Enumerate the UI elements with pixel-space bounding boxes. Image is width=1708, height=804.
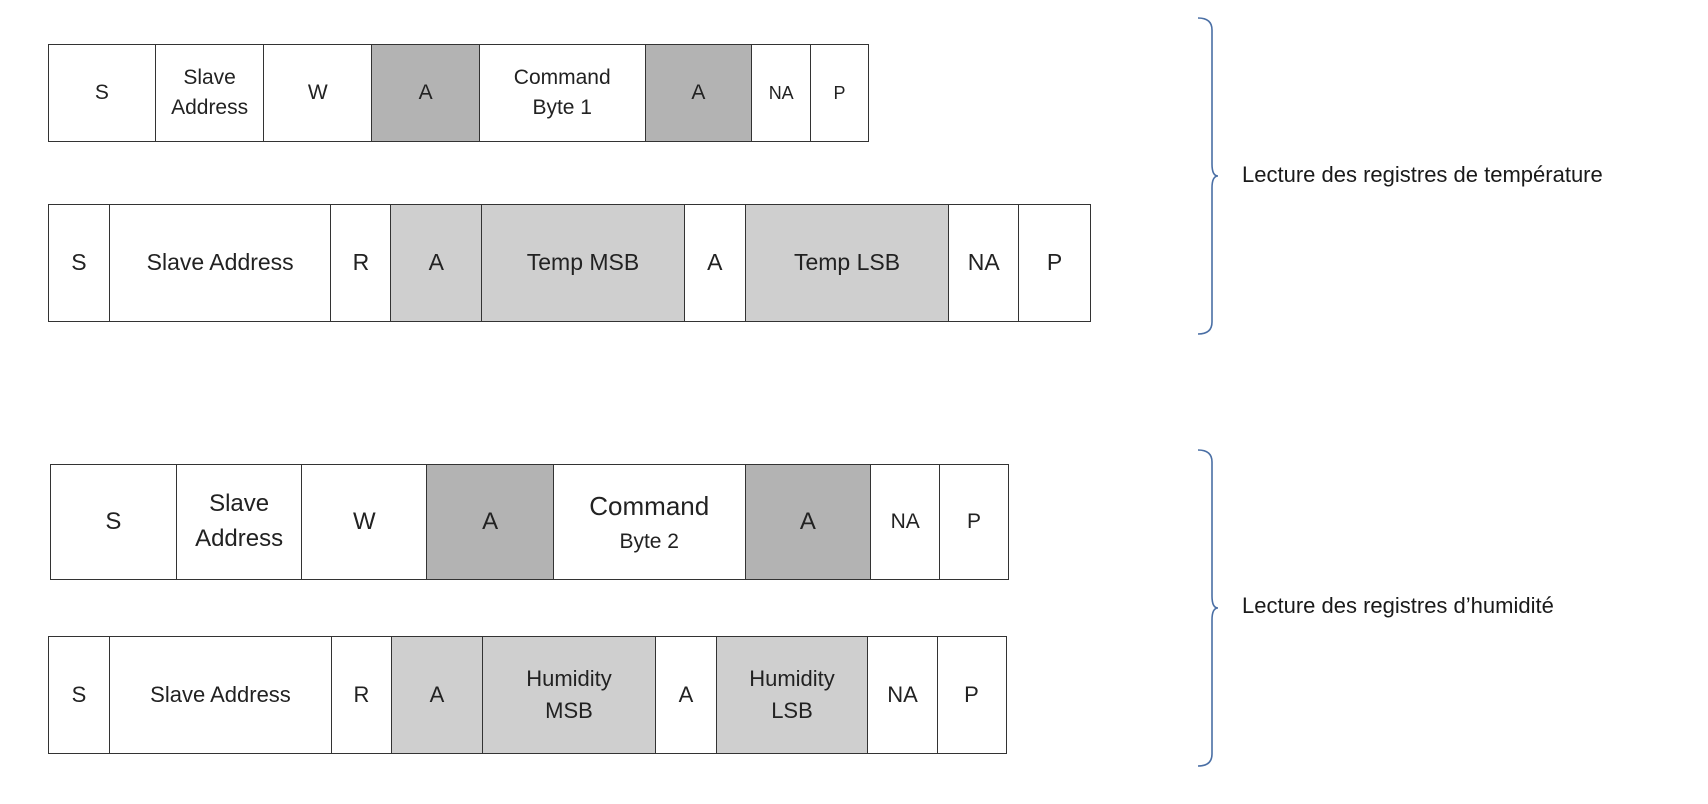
humidity-write-frame: S Slave Address W A Command Byte 2 A NA … bbox=[50, 464, 1009, 580]
nack-cell: NA bbox=[949, 205, 1020, 321]
slave-address-cell: Slave Address bbox=[110, 637, 332, 753]
start-cell: S bbox=[49, 637, 110, 753]
ack-cell: A bbox=[372, 45, 480, 141]
read-bit-cell: R bbox=[332, 637, 392, 753]
command-byte-cell: Command Byte 2 bbox=[553, 465, 746, 579]
ack-cell: A bbox=[391, 205, 483, 321]
start-cell: S bbox=[49, 205, 110, 321]
temperature-group-label: Lecture des registres de température bbox=[1242, 162, 1603, 187]
read-bit-cell: R bbox=[331, 205, 392, 321]
stop-cell: P bbox=[811, 45, 868, 141]
temp-read-frame: S Slave Address R A Temp MSB A Temp LSB … bbox=[48, 204, 1091, 322]
ack-cell: A bbox=[684, 205, 746, 321]
stop-cell: P bbox=[938, 637, 1005, 753]
temperature-brace bbox=[1197, 17, 1219, 335]
ack-cell: A bbox=[656, 637, 717, 753]
ack-cell: A bbox=[745, 465, 872, 579]
command-label: Command bbox=[589, 490, 710, 521]
humidity-msb-cell: Humidity MSB bbox=[483, 637, 656, 753]
write-bit-cell: W bbox=[264, 45, 373, 141]
slave-address-cell: Slave Address bbox=[155, 45, 265, 141]
nack-cell: NA bbox=[752, 45, 812, 141]
write-bit-cell: W bbox=[302, 465, 428, 579]
nack-cell: NA bbox=[871, 465, 941, 579]
command-byte-cell: Command Byte 1 bbox=[479, 45, 646, 141]
ack-cell: A bbox=[392, 637, 483, 753]
humidity-brace bbox=[1197, 449, 1219, 767]
temp-write-frame: S Slave Address W A Command Byte 1 A NA … bbox=[48, 44, 869, 142]
temp-msb-cell: Temp MSB bbox=[482, 205, 685, 321]
ack-cell: A bbox=[645, 45, 753, 141]
humidity-lsb-cell: Humidity LSB bbox=[717, 637, 868, 753]
start-cell: S bbox=[51, 465, 177, 579]
temp-lsb-cell: Temp LSB bbox=[745, 205, 950, 321]
stop-cell: P bbox=[940, 465, 1008, 579]
stop-cell: P bbox=[1019, 205, 1091, 321]
ack-cell: A bbox=[427, 465, 554, 579]
byte-number-label: Byte 2 bbox=[619, 529, 679, 553]
start-cell: S bbox=[49, 45, 156, 141]
slave-address-cell: Slave Address bbox=[109, 205, 332, 321]
slave-address-cell: Slave Address bbox=[176, 465, 303, 579]
humidity-read-frame: S Slave Address R A Humidity MSB A Humid… bbox=[48, 636, 1007, 754]
nack-cell: NA bbox=[868, 637, 938, 753]
humidity-group-label: Lecture des registres d’humidité bbox=[1242, 593, 1554, 618]
